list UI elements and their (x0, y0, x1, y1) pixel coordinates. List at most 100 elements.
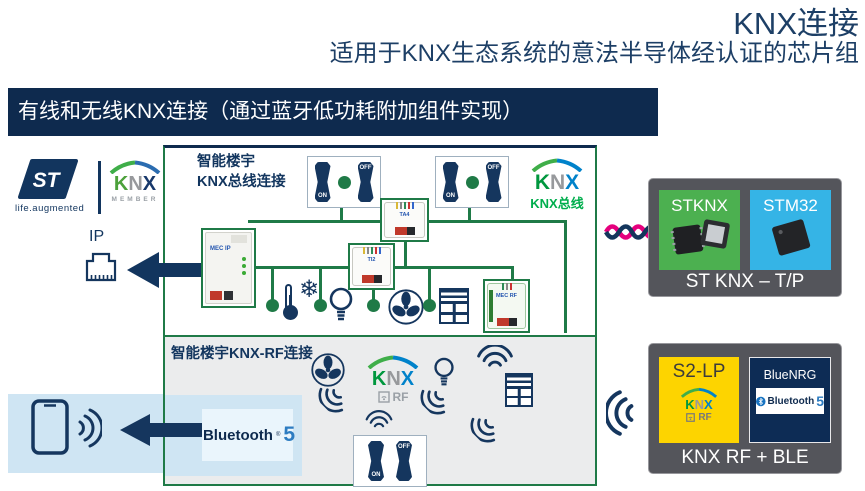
wires-icon (395, 202, 414, 209)
bus-stem (468, 202, 471, 221)
tp-caption: ST KNX – T/P (685, 271, 805, 292)
knx-rf-label: RF (377, 390, 409, 404)
rf-antenna-icon (377, 391, 390, 403)
bus-junction-dot (314, 299, 327, 312)
device-label: MEC IP (210, 246, 231, 252)
tp-chipset-box: STKNX STM32 (648, 178, 842, 297)
device-tab (231, 235, 247, 243)
knx-arc-icon (367, 355, 419, 369)
bluetooth-icon (756, 396, 766, 406)
ip-label: IP (89, 228, 105, 245)
page-subtitle: 适用于KNX生态系统的意法半导体经认证的芯片组 (329, 40, 859, 67)
radio-waves-icon (477, 345, 513, 367)
radio-waves-icon (420, 389, 446, 415)
wall-switch-box: ON OFF (307, 156, 381, 208)
device-label: TI2 (367, 257, 376, 263)
knx-arc-icon (680, 387, 718, 398)
switch-on-icon: ON (368, 441, 384, 481)
wall-switch-box: ON OFF (435, 156, 509, 208)
rf-section-title: 智能楼宇KNX-RF连接 (171, 346, 313, 362)
bluetooth5-logo: Bluetooth 5 (756, 388, 824, 414)
knx-bus-label: KNX总线 (530, 196, 584, 211)
bluenrg-tile: BlueNRG Bluetooth 5 (749, 357, 831, 443)
led-icon (242, 271, 246, 275)
device-connector (224, 291, 233, 300)
flush-device: TA4 (384, 202, 425, 238)
chip-package-icon (771, 219, 810, 256)
bus-junction-dot (423, 299, 436, 312)
knx-member-label: MEMBER (111, 196, 159, 203)
knx-rf-label: RF (686, 412, 712, 423)
device-connector (394, 227, 415, 235)
bluetooth5-logo: Bluetooth® 5 (202, 409, 296, 461)
wires-icon (362, 247, 381, 254)
section-banner: 有线和无线KNX连接（通过蓝牙低功耗附加组件实现） (8, 88, 658, 136)
knx-actuator-device: TA4 (380, 198, 429, 242)
bus-junction-dot (337, 175, 351, 189)
switch-off-icon: OFF (357, 162, 374, 202)
bus-stem (340, 202, 343, 221)
knx-ip-gateway-device: MEC IP (201, 228, 256, 308)
device-connector (496, 318, 517, 326)
rj45-ethernet-icon (85, 252, 117, 282)
fan-icon (311, 353, 345, 387)
ip-arrow-icon (127, 252, 201, 288)
shutter-icon (439, 288, 469, 324)
rf-antenna-icon (686, 413, 696, 422)
bus-stem (372, 290, 375, 305)
chip-name: STM32 (763, 196, 818, 215)
bus-junction-dot (367, 299, 380, 312)
st-tagline: life.augmented (15, 203, 85, 214)
switch-on-icon: ON (442, 162, 459, 202)
radio-waves-icon (365, 410, 393, 428)
bus-section-title: 智能楼宇 KNX总线连接 (197, 154, 286, 190)
switch-off-icon: OFF (485, 162, 502, 202)
chip-name: STKNX (671, 196, 728, 215)
brand-divider (98, 161, 101, 214)
light-bulb-icon (329, 287, 353, 321)
smartphone-icon (31, 399, 69, 455)
device-label: TA4 (399, 212, 410, 218)
bus-junction-dot (266, 299, 279, 312)
bus-stem (319, 268, 322, 305)
device-label: MEC RF (495, 293, 518, 299)
svg-text:ST: ST (33, 169, 62, 192)
radio-waves-icon (78, 408, 102, 448)
bus-stem (428, 268, 431, 305)
din-rail-device: MEC IP (205, 232, 252, 304)
flush-device: TI2 (352, 247, 391, 286)
led-icon (242, 264, 246, 268)
bus-junction-dot (465, 175, 479, 189)
knx-arc-icon (531, 158, 583, 172)
chip-name: BlueNRG (763, 368, 817, 382)
bluetooth-version: 5 (283, 423, 296, 446)
knx-rf-gateway-device: MEC RF (483, 279, 530, 333)
snowflake-icon: ❄ (299, 276, 320, 303)
knx-actuator-device: TI2 (348, 243, 395, 290)
led-icon (242, 257, 246, 261)
stknx-tile: STKNX (659, 190, 740, 270)
knx-arc-icon (109, 160, 161, 174)
bus-stem (511, 266, 514, 281)
switch-off-icon: OFF (396, 441, 412, 481)
registered-mark: ® (275, 432, 281, 438)
st-logo: ST (18, 159, 78, 199)
bluetooth-wordmark: Bluetooth (202, 426, 273, 444)
chip-tiles: STKNX STM32 (659, 190, 831, 270)
radio-waves-icon (470, 417, 496, 443)
flush-device: MEC RF (487, 283, 526, 329)
device-connector (210, 291, 222, 300)
